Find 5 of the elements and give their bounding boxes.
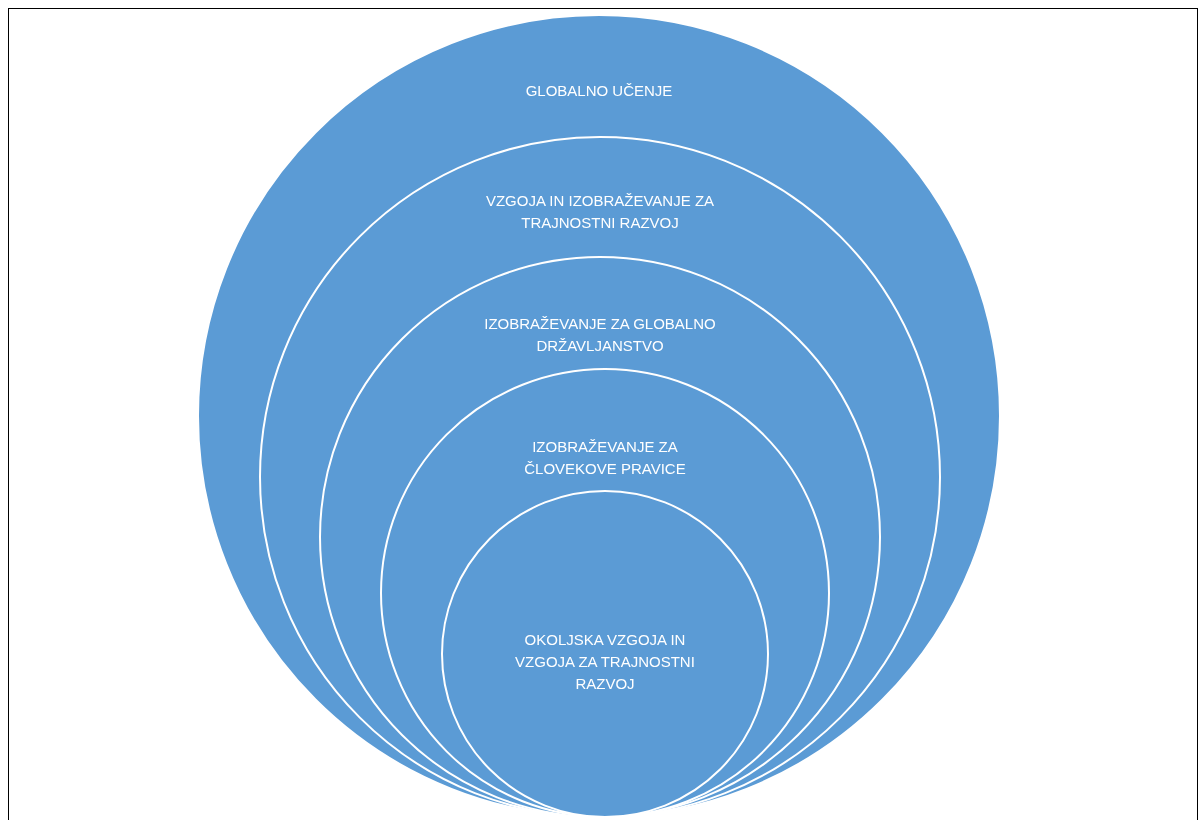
circle-label: GLOBALNO UČENJE [524, 81, 674, 102]
circle-label: VZGOJA IN IZOBRAŽEVANJE ZA TRAJNOSTNI RAZVOJ [484, 191, 716, 233]
circle-label: OKOLJSKA VZGOJA IN VZGOJA ZA TRAJNOSTNI RAZVOJ [514, 630, 696, 694]
circle-label: IZOBRAŽEVANJE ZA ČLOVEKOVE PRAVICE [523, 437, 687, 479]
circle-label: IZOBRAŽEVANJE ZA GLOBALNO DRŽAVLJANSTVO [483, 314, 717, 356]
